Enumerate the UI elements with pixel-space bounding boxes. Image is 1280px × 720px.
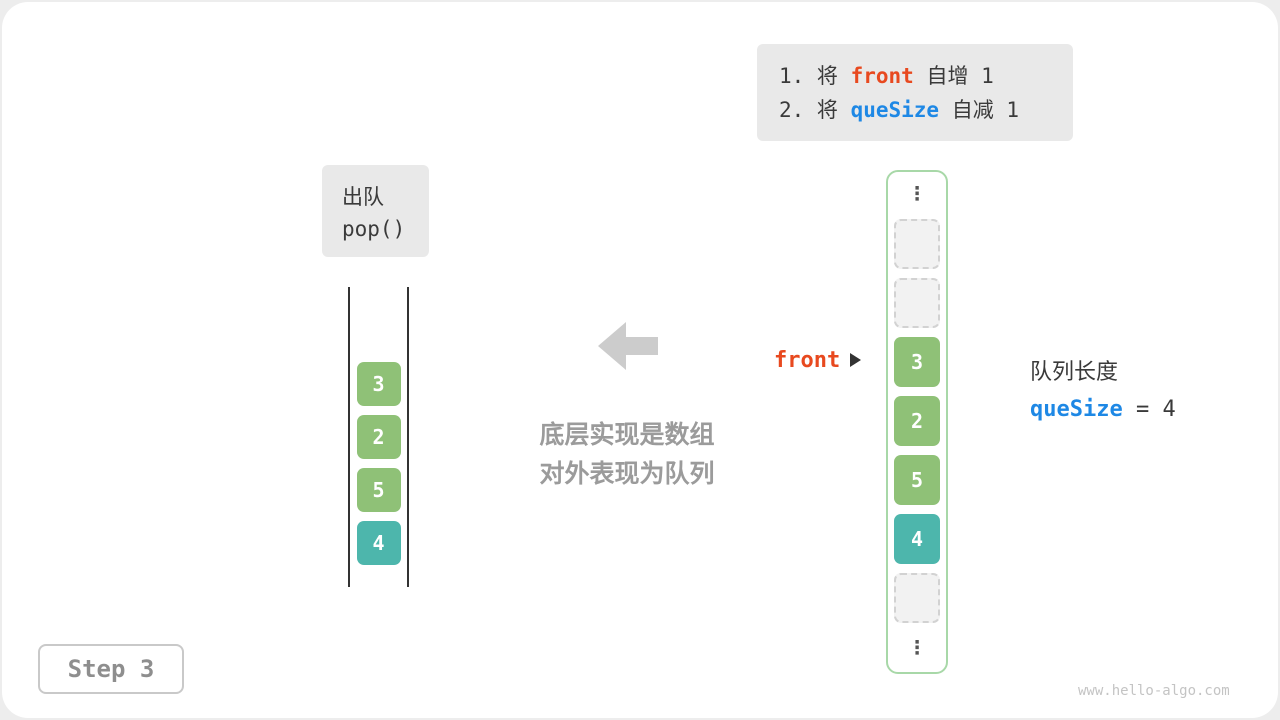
front-pointer-arrow-icon xyxy=(850,353,862,367)
ellipsis-bottom-icon: ⋮ xyxy=(907,637,927,659)
quesize-keyword: queSize xyxy=(850,98,940,122)
note-box: 1. 将 front 自增 1 2. 将 queSize 自减 1 xyxy=(757,44,1073,141)
watermark: www.hello-algo.com xyxy=(1078,683,1230,699)
queue-cell: 4 xyxy=(356,521,401,565)
array-cell xyxy=(894,278,940,328)
note-line-1: 1. 将 front 自增 1 xyxy=(779,64,994,88)
left-arrow-icon xyxy=(598,322,658,370)
queue-length-title: 队列长度 xyxy=(1030,360,1119,385)
array-view: ⋮ 3 2 5 4 ⋮ xyxy=(886,170,948,674)
queue-cell: 3 xyxy=(356,362,401,406)
array-cell: 4 xyxy=(894,514,940,564)
caption: 底层实现是数组 对外表现为队列 xyxy=(507,415,747,493)
array-cell xyxy=(894,573,940,623)
ellipsis-top-icon: ⋮ xyxy=(907,183,927,205)
array-cell: 3 xyxy=(894,337,940,387)
array-cell: 2 xyxy=(894,396,940,446)
array-cell: 5 xyxy=(894,455,940,505)
front-pointer: front xyxy=(774,346,862,374)
queue-view: 3 2 5 4 xyxy=(348,287,409,587)
note-line-2: 2. 将 queSize 自减 1 xyxy=(779,98,1020,122)
step-badge: Step 3 xyxy=(38,644,184,694)
operation-method: pop() xyxy=(342,217,406,241)
operation-label-box: 出队 pop() xyxy=(322,165,429,257)
caption-line-1: 底层实现是数组 xyxy=(539,420,715,449)
queue-length-value: queSize = 4 xyxy=(1030,397,1176,422)
front-keyword: front xyxy=(850,64,914,88)
operation-title: 出队 xyxy=(342,185,384,209)
queue-cell: 2 xyxy=(356,415,401,459)
front-pointer-label: front xyxy=(774,347,841,373)
array-cell xyxy=(894,219,940,269)
caption-line-2: 对外表现为队列 xyxy=(539,459,715,488)
queue-cell: 5 xyxy=(356,468,401,512)
queue-length-annotation: 队列长度 queSize = 4 xyxy=(1030,354,1176,428)
